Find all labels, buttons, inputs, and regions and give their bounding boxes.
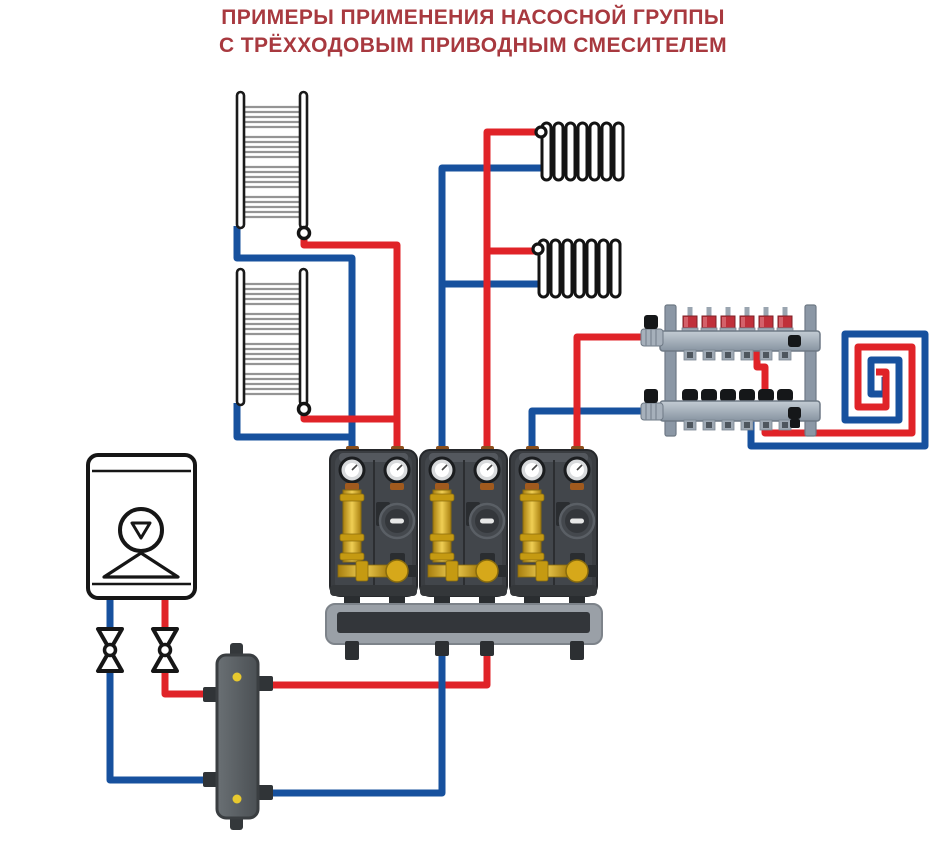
panel-radiator-2 <box>531 238 624 299</box>
panel-radiator-1 <box>534 121 627 182</box>
return-pipes <box>106 164 929 784</box>
pipe-floor-supply <box>573 333 649 452</box>
towel-radiator-1 <box>235 90 312 241</box>
pump-base-manifold <box>325 603 603 660</box>
pipe-separator-supply <box>260 648 491 689</box>
manifold-valve-handle <box>644 315 658 329</box>
pipe-spiral-return <box>747 330 929 450</box>
shutoff-valve-supply <box>151 627 179 673</box>
page-title-line1: ПРИМЕРЫ ПРИМЕНЕНИЯ НАСОСНОЙ ГРУППЫ <box>221 6 725 29</box>
pipe-towel-return <box>233 226 356 452</box>
page-title-line2: С ТРЁХХОДОВЫМ ПРИВОДНЫМ СМЕСИТЕЛЕМ <box>219 34 727 57</box>
pipe-separator-return <box>260 648 446 797</box>
pipe-radiator-return <box>438 164 543 452</box>
radiator-valve-icon <box>296 401 312 417</box>
towel-radiator-2 <box>235 267 312 417</box>
pipe-spiral-supply <box>753 343 916 437</box>
boiler-burner-icon <box>102 551 180 579</box>
floor-manifold <box>640 304 821 437</box>
pump-group-3 <box>508 444 599 612</box>
hydraulic-separator <box>203 643 273 830</box>
air-vent-icon <box>232 672 242 682</box>
pipe-boiler-supply <box>161 592 213 698</box>
pipe-floor-return <box>528 407 645 452</box>
shutoff-valve-return <box>96 627 124 673</box>
pipe-radiator-supply <box>483 128 540 452</box>
pipe-towel2-return <box>233 403 352 441</box>
pump-group-2 <box>418 444 509 612</box>
supply-pipes <box>161 128 916 698</box>
drain-icon <box>232 794 242 804</box>
manifold-valve-handle <box>644 389 658 403</box>
radiator-valve-icon <box>296 225 312 241</box>
pump-group-1 <box>328 444 419 612</box>
pipe-towel-supply <box>300 237 401 452</box>
boiler <box>86 453 197 600</box>
